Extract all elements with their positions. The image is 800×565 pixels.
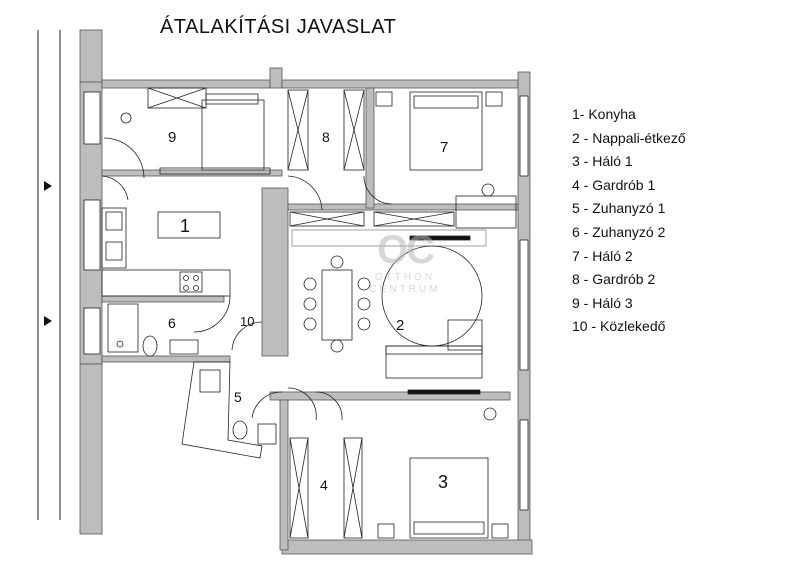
watermark-mark: OC	[377, 228, 435, 272]
legend-item: 3 - Háló 1	[572, 153, 633, 170]
room-numbers: 1 2 3 4 5 6 7 8 9 10	[168, 129, 448, 493]
room-number-9: 9	[168, 129, 176, 146]
room-number-8: 8	[322, 129, 330, 145]
legend-item: 10 - Közlekedő	[572, 318, 666, 335]
entrance-arrow-icon	[44, 181, 52, 191]
room-number-3: 3	[438, 472, 448, 492]
room-number-7: 7	[440, 139, 448, 156]
room-number-5: 5	[234, 389, 242, 405]
bathroom-5-fixtures	[181, 321, 283, 459]
room-7-furniture	[289, 91, 517, 229]
legend-item: 9 - Háló 3	[572, 294, 633, 311]
exterior-strip	[37, 30, 61, 520]
watermark-line-2: CENTRUM	[369, 284, 441, 295]
room-number-10: 10	[240, 314, 254, 329]
room-number-6: 6	[168, 315, 176, 331]
living-room-furniture	[287, 229, 487, 421]
legend-item: 7 - Háló 2	[572, 247, 633, 264]
legend-item: 5 - Zuhanyzó 1	[572, 200, 666, 217]
entrance-arrow-icon	[44, 316, 52, 326]
room-legend: 1- Konyha 2 - Nappali-étkező 3 - Háló 1 …	[572, 103, 782, 339]
legend-item: 4 - Gardrób 1	[572, 176, 656, 193]
room-number-2: 2	[396, 317, 404, 334]
walls	[79, 29, 533, 555]
legend-item: 1- Konyha	[572, 106, 636, 122]
room-9-furniture	[103, 87, 271, 179]
kitchen-furniture	[101, 175, 231, 333]
room-8-wardrobe	[287, 89, 393, 211]
bathroom-6-fixtures	[107, 303, 199, 357]
legend-item: 8 - Gardrób 2	[572, 271, 656, 288]
room-number-1: 1	[180, 216, 190, 236]
legend-item: 2 - Nappali-étkező	[572, 129, 686, 146]
legend-item: 6 - Zuhanyzó 2	[572, 223, 666, 240]
watermark-logo: OC OTTHON CENTRUM	[360, 228, 450, 296]
room-3-furniture	[377, 407, 509, 539]
room-4-wardrobe	[289, 437, 363, 539]
watermark-line-1: OTTHON	[374, 272, 436, 283]
windows	[83, 91, 529, 511]
plan-title: ÁTALAKÍTÁSI JAVASLAT	[160, 16, 397, 38]
room-number-4: 4	[320, 477, 328, 493]
